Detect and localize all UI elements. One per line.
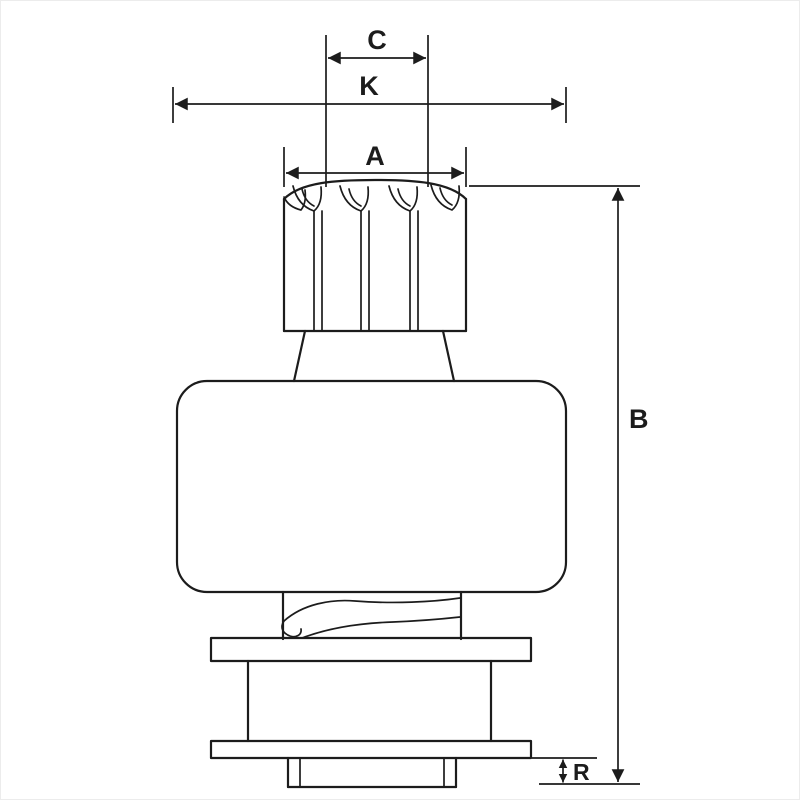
spline-shaft: [281, 590, 463, 641]
dimension-b: B: [469, 185, 649, 785]
dim-b-label: B: [629, 404, 649, 434]
gear-tooth: [388, 185, 419, 212]
dimension-a: A: [283, 141, 467, 187]
gear-tooth-shading: [439, 187, 453, 206]
gear-top-face-arc: [282, 178, 468, 201]
lower-flange: [209, 739, 533, 760]
dimension-c: C: [325, 25, 429, 187]
neck-left-edge: [292, 329, 307, 383]
lower-flange-outline: [209, 739, 533, 760]
spline-helix-line: [301, 616, 461, 639]
spline-groove-curl: [281, 620, 302, 638]
drive-body: [175, 379, 568, 594]
neck-right-edge: [441, 329, 456, 383]
pinion-gear: [282, 178, 468, 333]
gear-tooth-shading: [348, 188, 362, 207]
dim-r-label: R: [573, 759, 590, 785]
dim-c-label: C: [367, 25, 387, 55]
bottom-hub: [286, 756, 458, 789]
gear-tooth: [430, 184, 461, 211]
upper-flange-outline: [209, 636, 533, 663]
body-outline: [175, 379, 568, 594]
spline-helix-line: [283, 597, 461, 622]
dim-k-label: K: [359, 71, 379, 101]
gear-tooth-shading: [397, 188, 411, 207]
gear-tooth-shading: [301, 188, 315, 207]
dimension-k: K: [172, 71, 567, 123]
gear-neck: [292, 329, 456, 383]
dim-a-label: A: [365, 141, 385, 171]
dimension-r: R: [532, 757, 597, 785]
mid-cylinder: [246, 659, 493, 743]
upper-flange: [209, 636, 533, 663]
gear-tooth: [339, 185, 370, 212]
